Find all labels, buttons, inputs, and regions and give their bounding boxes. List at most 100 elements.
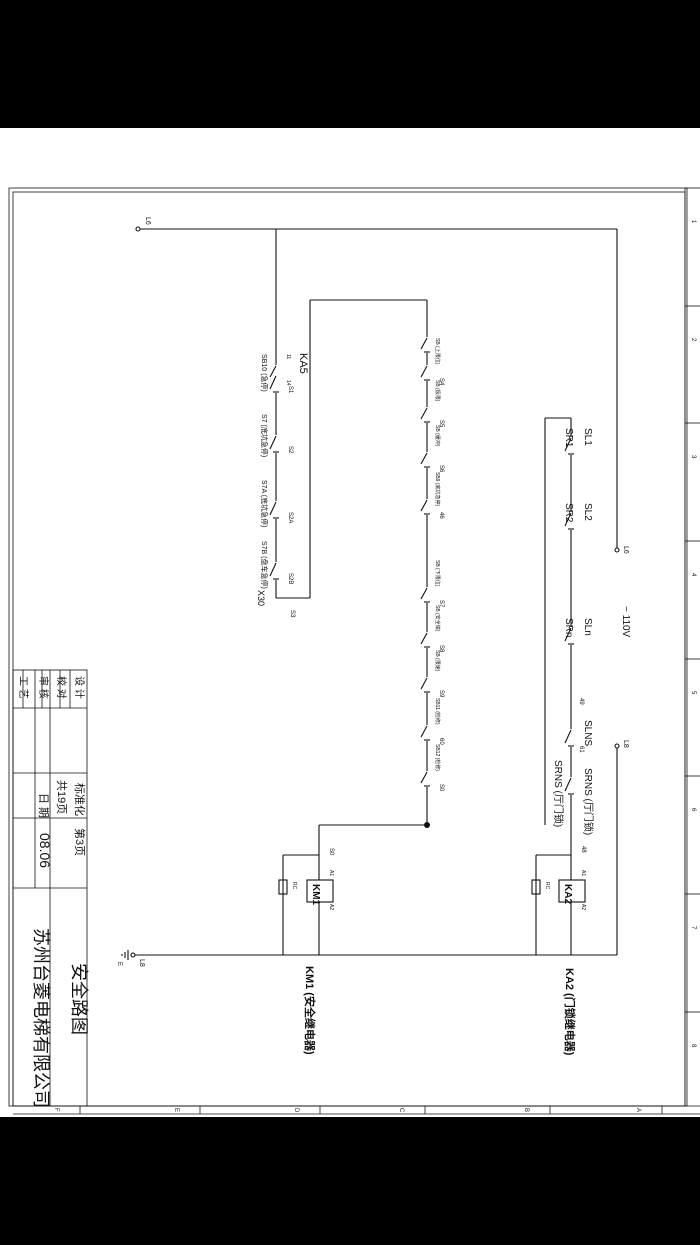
left-node-2: S2	[287, 446, 293, 454]
row-letter-d: D	[293, 1108, 299, 1113]
coil-ka2-a1: A1	[580, 870, 586, 876]
column-number-6: 6	[690, 808, 696, 812]
column-number-3: 3	[690, 455, 696, 459]
contact-middle-3	[420, 452, 431, 468]
column-number-2: 2	[690, 338, 696, 342]
left-label-4: S7B (盘车急停)	[260, 541, 269, 589]
node-11: 11	[285, 354, 291, 359]
row-letter-b: B	[523, 1108, 529, 1112]
coil-ka2-rc: RC	[544, 882, 550, 890]
door-label-3: SL2	[582, 503, 593, 521]
coil-ka2-a2: A2	[580, 904, 586, 910]
door-label-8: SRNS (厅门锁)	[582, 768, 595, 835]
date-value: 08.06	[37, 833, 53, 868]
l6-top-label: L6	[144, 217, 151, 225]
left-node-1: S1	[287, 386, 293, 394]
contact-middle-5	[420, 587, 431, 603]
left-node-4: S2B	[287, 573, 293, 584]
coil-km1: KM1 S0 A1 A2 RC KM1 (安全继电器)	[278, 848, 334, 1055]
l6-mid-label: L6	[622, 546, 629, 554]
coil-ka2-caption: KA2 (门锁继电器)	[563, 968, 577, 1056]
middle-node-4: 46	[438, 512, 444, 519]
supply-wiring: L6 L6 ~ 110V L8 L8 E	[116, 217, 631, 967]
role-review: 审 核	[37, 676, 50, 699]
role-check: 校 对	[55, 676, 68, 699]
door-node-8: 61	[578, 746, 584, 753]
door-node-7: 49	[578, 698, 584, 705]
date-label: 日 期	[37, 793, 50, 818]
column-number-4: 4	[690, 573, 696, 577]
outer-border	[8, 187, 688, 1107]
node-14: 14	[285, 380, 291, 386]
column-number-8: 8	[690, 1044, 696, 1048]
contact-middle-2	[420, 407, 431, 423]
contact-door-2	[564, 512, 575, 530]
contact-middle-9	[420, 771, 431, 787]
middle-label-6: SB (安全钳)	[434, 605, 441, 632]
contact-door-1	[564, 437, 575, 455]
left-node-3: S2A	[287, 512, 293, 523]
middle-label-8: SB11 (检修)	[434, 698, 441, 725]
coil-ka2: KA2 48 A1 A2 RC KA2 (门锁继电器)	[531, 846, 586, 1056]
node-s3: S3	[289, 610, 295, 618]
contact-middle-6	[420, 632, 431, 648]
x30-label: X30	[256, 590, 266, 606]
middle-label-1: SB (上限位)	[434, 338, 441, 365]
ground-label: E	[116, 962, 122, 966]
coil-km1-pin-in: S0	[328, 848, 334, 856]
middle-node-5: S7	[438, 600, 444, 608]
middle-label-4: SB9 (底坑急停)	[434, 472, 441, 507]
contact-door-5	[564, 777, 575, 795]
coil-ka2-name: KA2	[562, 884, 573, 904]
contact-left-1	[269, 375, 280, 393]
contact-left-3	[269, 501, 280, 519]
coil-km1-caption: KM1 (安全继电器)	[303, 966, 317, 1055]
door-label-2: SR1	[563, 428, 574, 448]
contact-middle-8	[420, 725, 431, 741]
left-safety-chain: KA5 11 14 X30 S3 S1 SB10 (急停) S2 S7 (底坑急停) S…	[256, 299, 428, 618]
middle-label-3: SB (缓冲)	[434, 425, 441, 447]
contact-left-2	[269, 435, 280, 453]
coil-km1-a2: A2	[328, 904, 334, 910]
middle-node-1: S4	[438, 378, 444, 386]
coil-ka2-pin-in: 48	[580, 846, 586, 853]
total-pages: 共19页	[55, 780, 68, 814]
door-label-5: SLn	[582, 618, 593, 636]
left-label-2: S7 (底坑急停)	[260, 414, 269, 457]
middle-node-3: S6	[438, 465, 444, 473]
middle-label-5: SB (下限位)	[434, 560, 441, 587]
left-label-1: SB10 (急停)	[260, 354, 269, 392]
middle-node-8: 60	[438, 738, 444, 745]
contact-middle-top	[420, 337, 431, 353]
page-number: 第3页	[73, 828, 87, 856]
left-label-3: S7A (底坑急停)	[260, 480, 269, 527]
l8-right-label: L8	[622, 740, 629, 748]
middle-node-2: S5	[438, 420, 444, 428]
standardization-label: 标准化	[73, 783, 87, 816]
contact-door-3	[564, 627, 575, 645]
door-label-8-cn: SRNS (厅门锁)	[552, 760, 565, 827]
middle-label-9: SB12 (检修)	[434, 744, 441, 771]
contact-middle-7	[420, 677, 431, 693]
title-block: 设 计 校 对 审 核 工 艺 标准化 共19页 第3页 日 期 08.06 安…	[12, 669, 89, 1108]
row-letter-c: C	[398, 1108, 404, 1113]
voltage-label: ~ 110V	[620, 606, 631, 638]
coil-km1-rc: RC	[291, 882, 297, 890]
middle-label-7: SB (限速)	[434, 650, 441, 672]
coil-km1-a1: A1	[328, 870, 334, 876]
middle-node-7: S9	[438, 690, 444, 698]
row-letter-f: F	[53, 1108, 59, 1112]
door-label-1: SL1	[582, 428, 593, 446]
company-name: 苏州台菱电梯有限公司	[31, 928, 51, 1108]
ka5-label: KA5	[297, 353, 309, 374]
role-process: 工 艺	[17, 676, 29, 699]
door-label-6: SRn	[563, 618, 574, 637]
role-design: 设 计	[73, 676, 86, 699]
middle-node-9: S0	[438, 784, 444, 792]
